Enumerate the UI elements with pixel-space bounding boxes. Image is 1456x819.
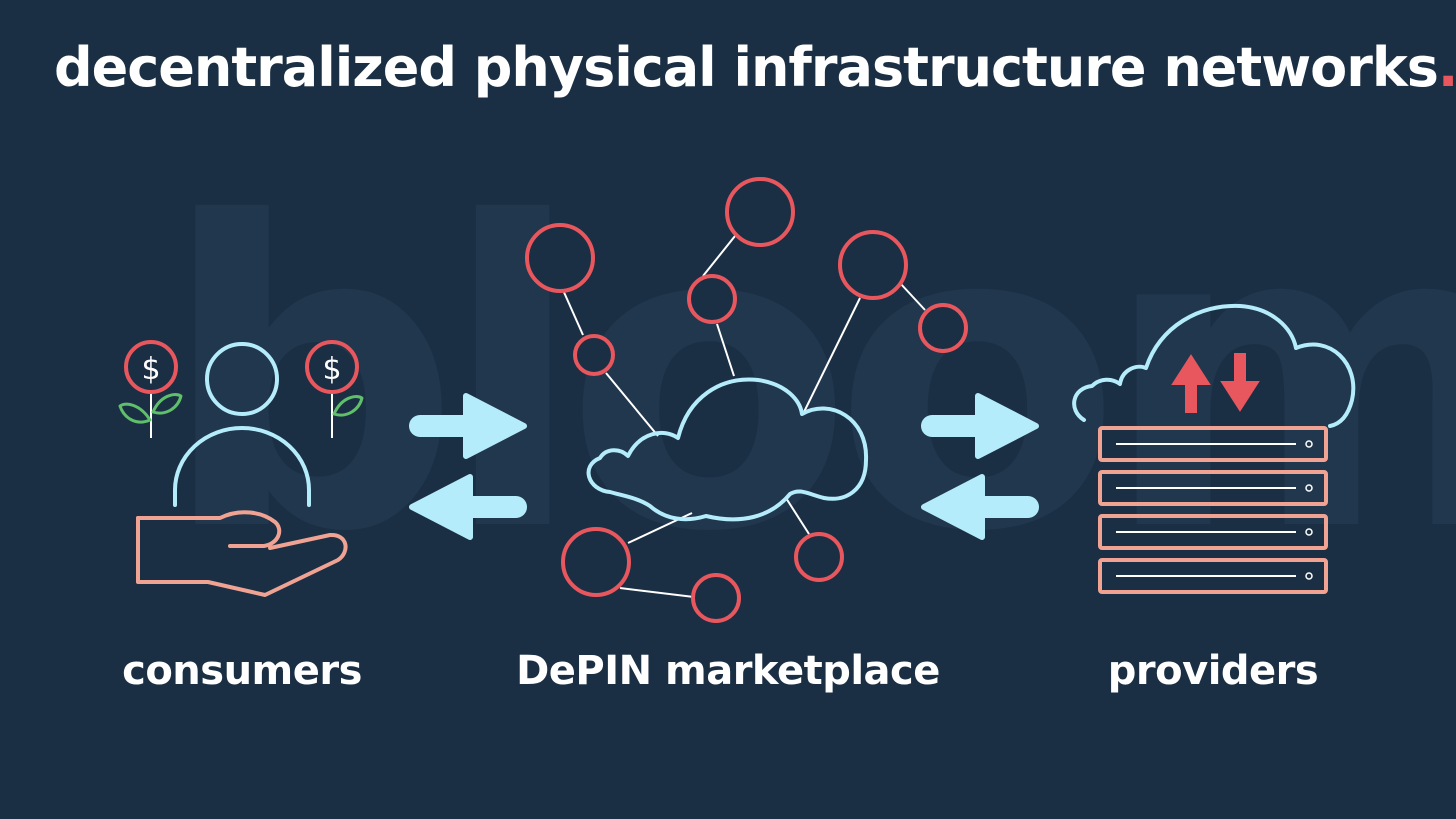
server-unit [1098, 558, 1328, 594]
page-title: decentralized physical infrastructure ne… [54, 36, 1456, 99]
page-title-text: decentralized physical infrastructure ne… [54, 36, 1439, 99]
network-lines [562, 235, 926, 598]
label-providers: providers [1107, 648, 1319, 694]
cloud-shape [586, 377, 869, 522]
arrows-consumers-marketplace-icon [409, 393, 527, 540]
consumers-icon: $ $ [118, 340, 364, 597]
person-icon [173, 342, 311, 507]
server-unit [1098, 514, 1328, 550]
upload-download-icon [1171, 353, 1260, 413]
money-plant-left-icon: $ [118, 340, 183, 438]
label-marketplace: DePIN marketplace [516, 648, 940, 694]
server-unit [1098, 426, 1328, 462]
title-dot: . [1437, 36, 1456, 99]
label-consumers: consumers [122, 648, 362, 694]
server-unit [1098, 470, 1328, 506]
server-stack-icon [1098, 426, 1328, 594]
arrows-marketplace-providers-icon [921, 393, 1039, 540]
coin-symbol-left: $ [141, 352, 160, 387]
provider-cloud-shape [1072, 303, 1356, 428]
coin-symbol-right: $ [322, 352, 341, 387]
network-nodes [525, 177, 968, 623]
marketplace-network-icon [525, 177, 968, 623]
money-plant-right-icon: $ [305, 340, 364, 438]
hand-icon [136, 510, 348, 597]
providers-icon [1072, 303, 1356, 594]
